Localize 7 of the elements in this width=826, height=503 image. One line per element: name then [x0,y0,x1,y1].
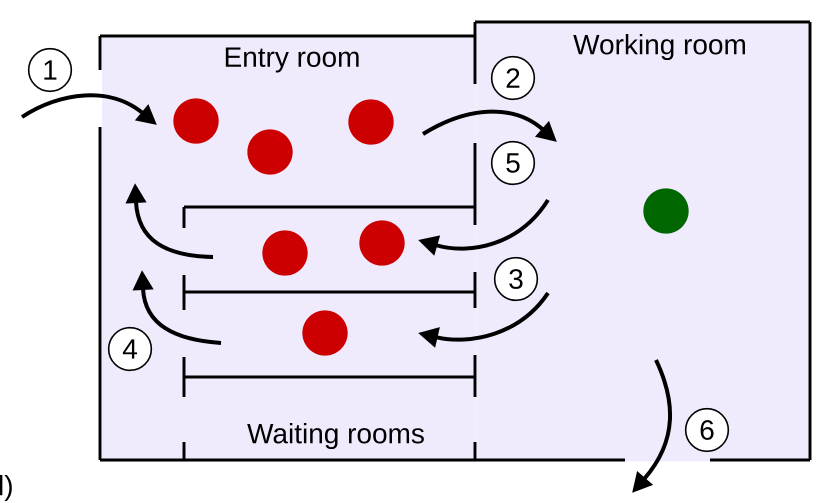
step-number: 5 [490,140,536,186]
step-number: 6 [684,408,730,452]
panel-label: l) [0,474,12,502]
step-number: 2 [490,56,536,100]
step-number: 4 [108,326,152,372]
step-number: 3 [494,256,538,302]
step-number: 1 [28,48,72,92]
